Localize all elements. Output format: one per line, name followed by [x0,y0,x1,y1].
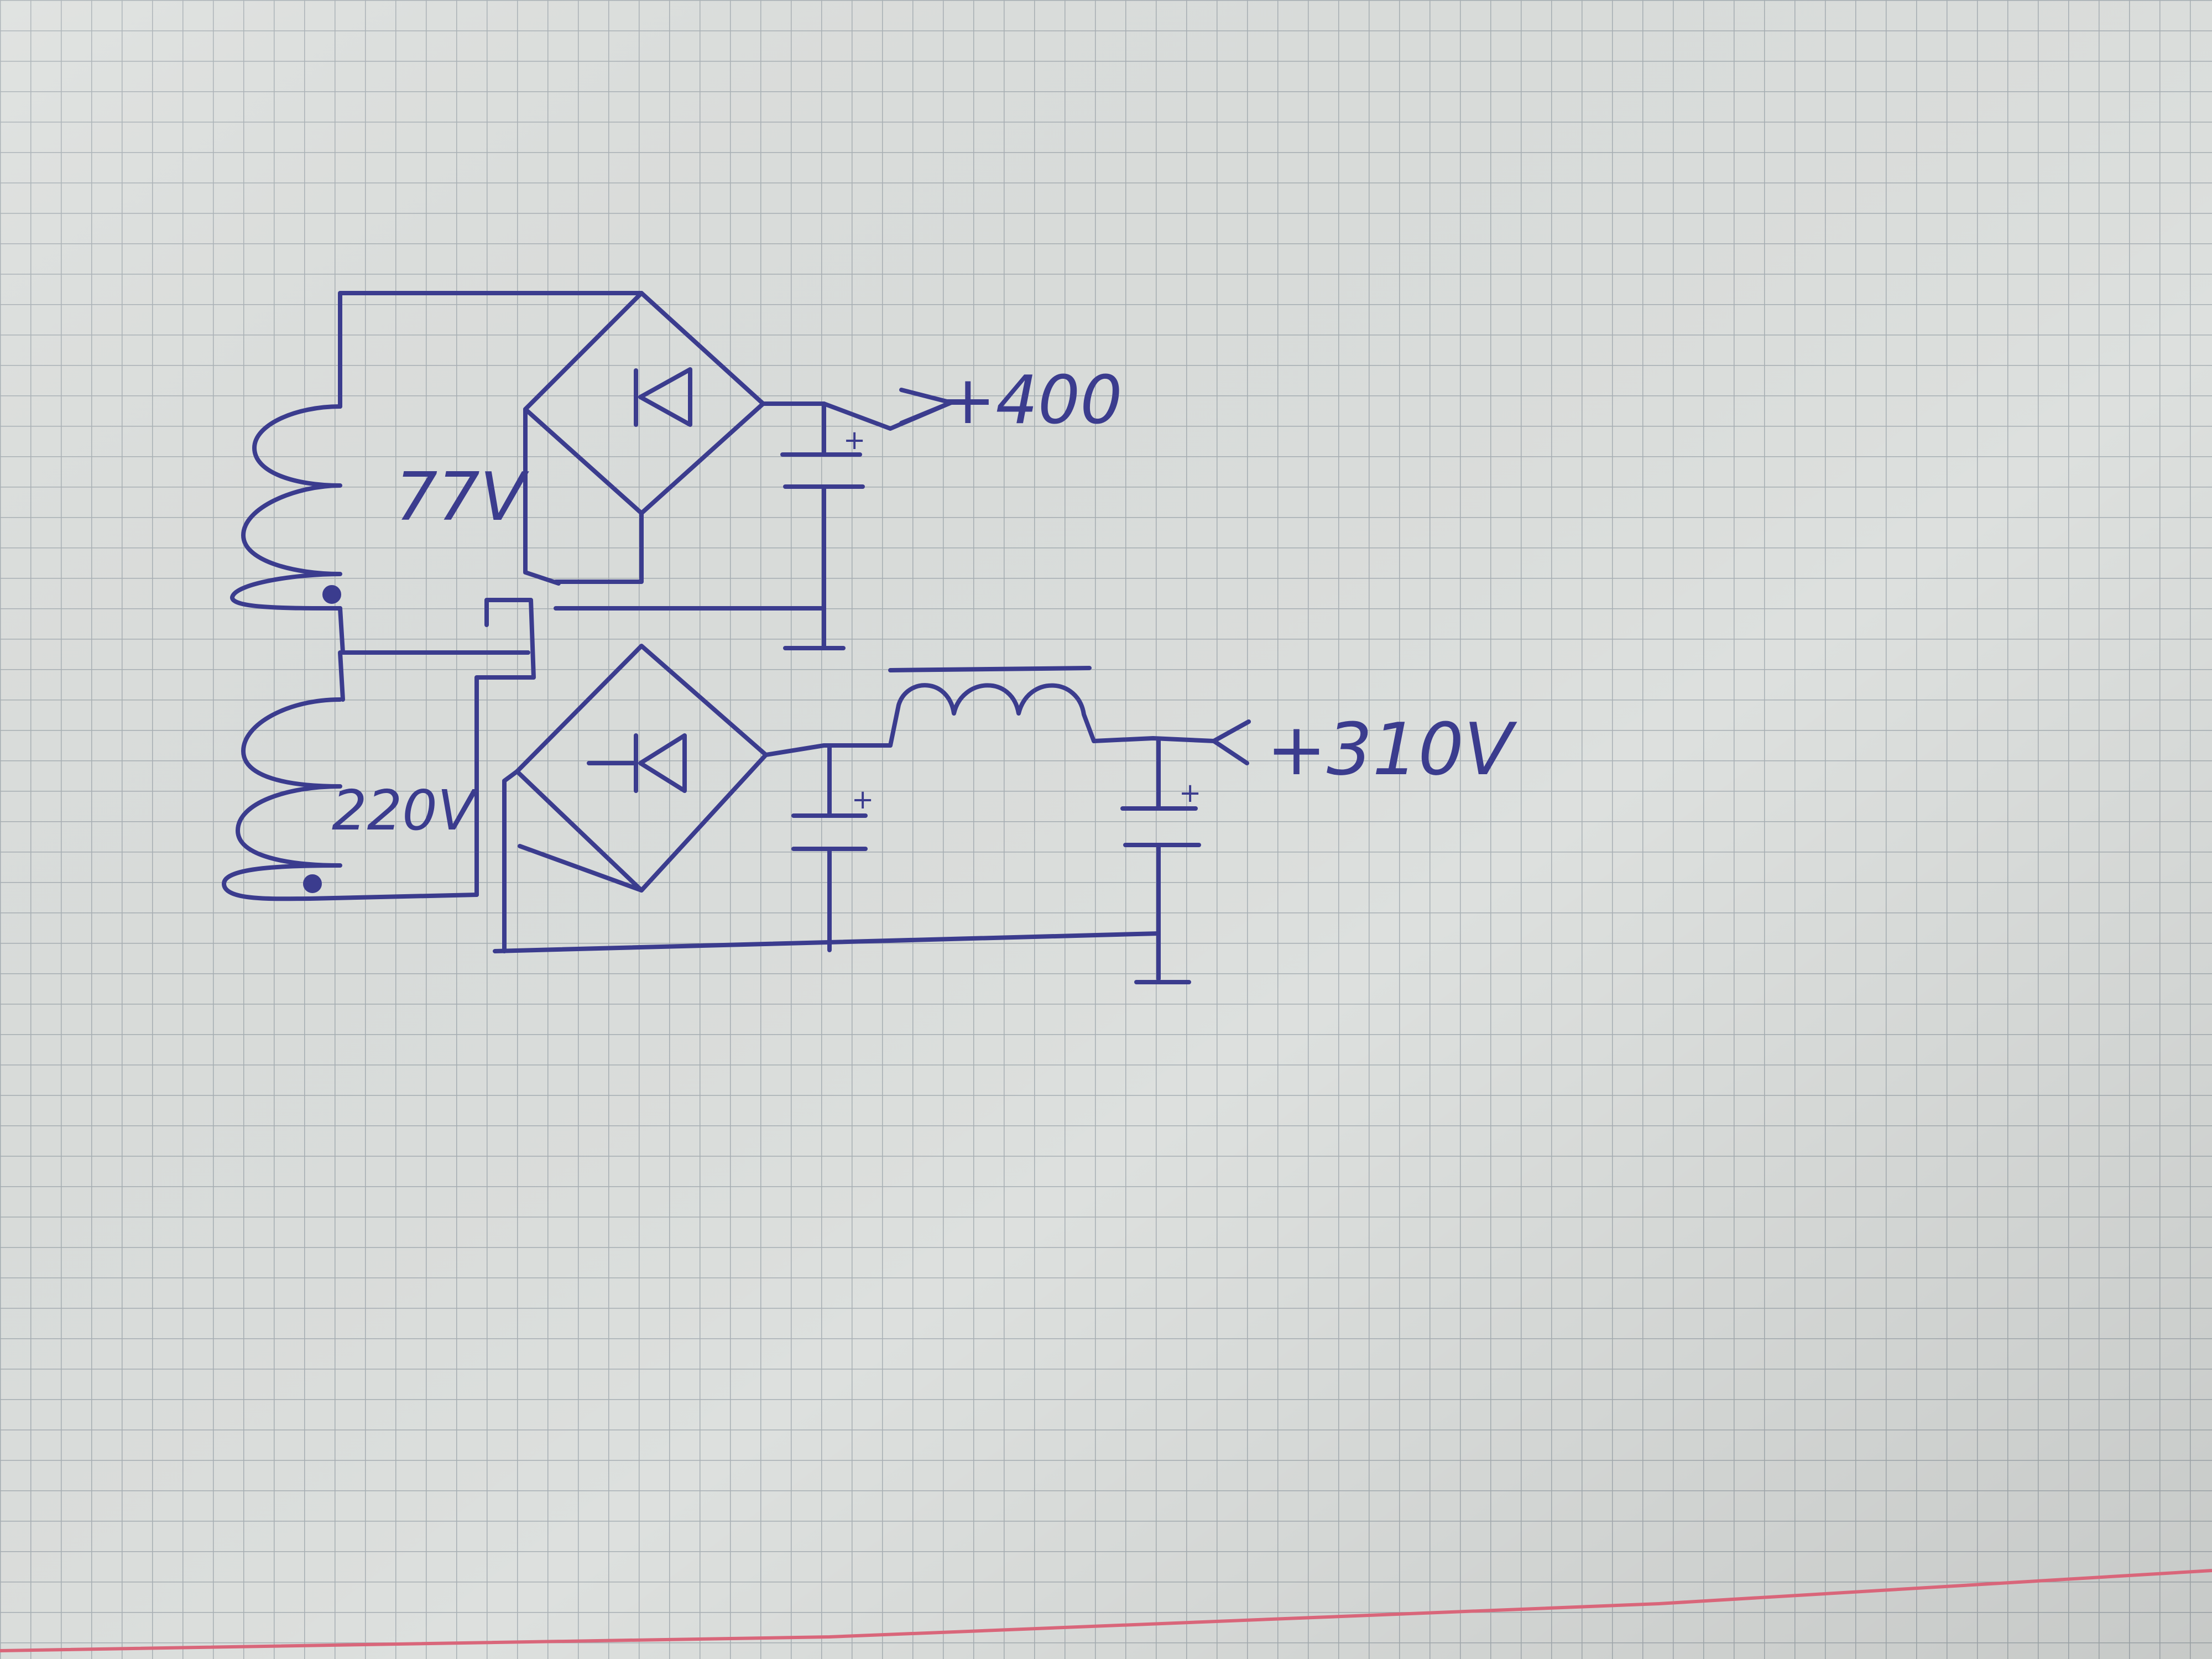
margin-line [0,1569,2212,1652]
label-output-310: +310V [1266,707,1517,791]
label-secondary-voltage: 77V [395,459,530,536]
output-arrow-400 [899,388,953,425]
wire-primary-bottom [307,893,479,901]
output-arrow-310 [1212,719,1251,765]
cap3-polarity: + [1179,778,1201,808]
winding-dot-top [322,585,341,604]
wire-secondary-bottom [338,606,530,655]
bridge2-output [764,743,893,757]
wire-secondary-top [338,291,644,409]
bridge2-diode-symbol [587,733,687,793]
secondary-winding [230,404,342,611]
choke-core [888,666,1092,672]
bridge2-left-lead [502,769,519,953]
circuit [222,291,1251,984]
cap1-polarity: + [843,425,865,456]
label-output-400: +400 [940,362,1123,439]
bridge1-left-lead [523,407,561,586]
primary-winding [222,697,342,901]
label-primary-voltage: 220V [332,778,479,843]
cap2-polarity: + [852,784,874,815]
ground-rail-lower [493,931,1161,953]
bridge1-diode-symbol [634,367,692,427]
bridge1-bottom-lead [554,511,644,584]
wire-primary-return [474,598,536,897]
winding-dot-bottom [303,874,322,893]
bridge2-bottom-lead [518,844,644,893]
choke-inductor [888,683,1096,748]
wire-primary-top [338,650,345,702]
ground-return-upper [554,606,826,649]
